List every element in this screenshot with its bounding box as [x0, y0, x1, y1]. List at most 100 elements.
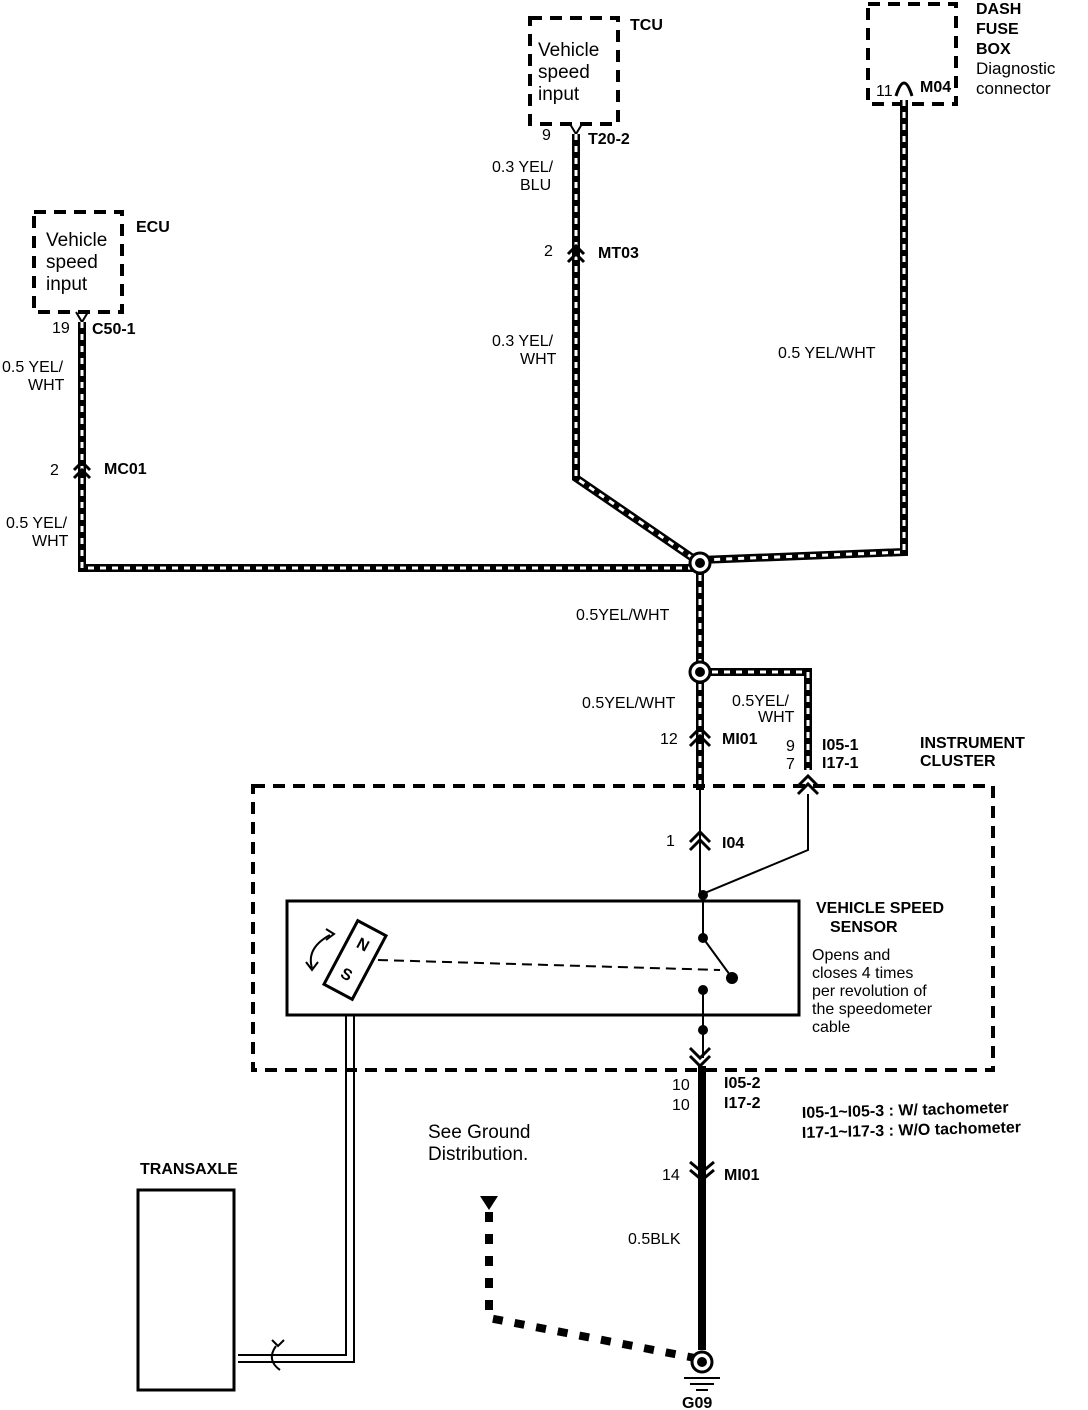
instrument-cluster-label-2: CLUSTER [920, 753, 996, 770]
ground-symbol-icon [684, 1350, 720, 1391]
mc01-label: MC01 [104, 461, 147, 478]
vehicle-speed-sensor: N S [238, 890, 801, 1363]
ecu-pin: 19 [52, 320, 70, 337]
ground-label: G09 [682, 1395, 712, 1410]
instrument-cluster-label-1: INSTRUMENT [920, 735, 1025, 752]
ecu-wire-lower-2: WHT [32, 533, 69, 550]
connector-mc01: 2 MC01 [50, 459, 147, 480]
connector-i05-2: 10 10 I05-2 I17-2 [672, 1030, 761, 1114]
ecu-wire-lower-1: 0.5 YEL/ [6, 515, 68, 532]
tcu-wire-lower-2: WHT [520, 351, 557, 368]
i05-1-pin-a: 9 [786, 738, 795, 755]
mi01-bottom-pin: 14 [662, 1167, 680, 1184]
magnetic-link [377, 959, 721, 971]
vss-desc-2: closes 4 times [812, 965, 913, 982]
splice-upper [688, 551, 712, 575]
mi01-top-pin: 12 [660, 731, 678, 748]
speedometer-cable-inner [238, 1015, 347, 1356]
tcu-wire-lower-1: 0.3 YEL/ [492, 333, 554, 350]
splice-lower [688, 660, 712, 684]
tcu-input-line-1: Vehicle [538, 40, 599, 61]
mt03-pin: 2 [544, 243, 553, 260]
mi01-top-label: MI01 [722, 731, 758, 748]
ground-reference-dashed-wire [485, 1212, 696, 1362]
instrument-cluster-box [251, 784, 995, 1072]
dash-fuse-box: DASH FUSE BOX Diagnostic connector 11 M0… [866, 1, 1056, 106]
diag-terminal-icon [894, 81, 914, 97]
ecu-wire-upper-2: WHT [28, 377, 65, 394]
tcu-input-line-3: input [538, 84, 580, 105]
connector-mi01-bottom: 14 MI01 [662, 1160, 760, 1184]
ecu-connector-label: C50-1 [92, 321, 136, 338]
wire-tcu-branch [572, 134, 703, 567]
i05-2-pin-b: 10 [672, 1097, 690, 1114]
mc01-pin: 2 [50, 462, 59, 479]
connector-mt03: 2 MT03 [544, 243, 639, 264]
vss-label-1: VEHICLE SPEED [816, 900, 944, 917]
legend-line-1: I05-1~I05-3 : W/ tachometer [802, 1100, 1009, 1122]
ecu-label: ECU [136, 219, 170, 236]
trunk-wire-label: 0.5YEL/WHT [576, 607, 670, 624]
vss-desc-5: cable [812, 1019, 850, 1036]
ecu-wire-upper-1: 0.5 YEL/ [2, 359, 64, 376]
rotation-arrow-icon [309, 934, 331, 969]
reed-switch-contact [702, 937, 731, 976]
wire-ecu-branch [78, 322, 700, 572]
vss-desc-1: Opens and [812, 947, 890, 964]
i05-2-pin-a: 10 [672, 1077, 690, 1094]
i05-1-label-b: I17-1 [822, 755, 859, 772]
tcu-label: TCU [630, 17, 663, 34]
i04-label: I04 [722, 835, 744, 852]
connector-i05-1: 9 7 I05-1 I17-1 [786, 737, 859, 796]
i05-1-pin-b: 7 [786, 756, 795, 773]
ecu-input-line-2: speed [46, 252, 98, 273]
legend-line-2: I17-1~I17-3 : W/O tachometer [802, 1119, 1022, 1142]
i05-1-label-a: I05-1 [822, 737, 859, 754]
dash-fuse-box-label-3: BOX [976, 41, 1011, 58]
ecu-module: Vehicle speed input ECU 19 C50-1 [32, 210, 170, 338]
ground-reference-arrow-icon [480, 1196, 498, 1210]
tcu-module: Vehicle speed input TCU 9 T20-2 [528, 16, 663, 148]
mt03-label: MT03 [598, 245, 639, 262]
tcu-wire-upper-1: 0.3 YEL/ [492, 159, 554, 176]
mi01-feed-wire-label: 0.5YEL/WHT [582, 695, 676, 712]
ecu-input-line-1: Vehicle [46, 230, 107, 251]
cable-rotation-icon [270, 1345, 281, 1371]
wire-diag-branch [699, 100, 908, 564]
wire-i05-feed [700, 668, 812, 770]
tcu-box [528, 16, 620, 126]
dash-fuse-box-label-2: FUSE [976, 21, 1019, 38]
diagnostic-connector-label-2: connector [976, 79, 1051, 98]
magnet-icon: N S [321, 918, 389, 1002]
speedometer-cable-outer [238, 1015, 355, 1363]
i04-pin: 1 [666, 833, 675, 850]
i05-feed-wire-label-2: WHT [758, 709, 795, 726]
ecu-input-line-3: input [46, 274, 88, 295]
ground-note-1: See Ground [428, 1122, 530, 1143]
vss-desc-3: per revolution of [812, 983, 927, 1000]
tcu-pin: 9 [542, 127, 551, 144]
transaxle-box [136, 1188, 236, 1392]
connector-mi01-top: 12 MI01 [660, 725, 758, 748]
diag-wire-label: 0.5 YEL/WHT [778, 345, 876, 362]
tcu-wire-upper-2: BLU [520, 177, 551, 194]
i05-2-label-a: I05-2 [724, 1075, 761, 1092]
ecu-box [32, 210, 124, 314]
ground-wire-label: 0.5BLK [628, 1231, 681, 1248]
tcu-connector-label: T20-2 [588, 131, 630, 148]
diag-connector-label: M04 [920, 79, 951, 96]
i05-2-label-b: I17-2 [724, 1095, 761, 1112]
vss-label-2: SENSOR [830, 919, 898, 936]
diagnostic-connector-label-1: Diagnostic [976, 59, 1056, 78]
i05-feed-wire-label-1: 0.5YEL/ [732, 693, 789, 710]
connector-i04: 1 I04 [666, 829, 744, 852]
dash-fuse-box-outline [866, 2, 958, 106]
transaxle-label: TRANSAXLE [140, 1161, 238, 1178]
internal-wire-i05 [699, 794, 809, 896]
tcu-terminal-icon [569, 123, 583, 136]
diag-pin: 11 [876, 83, 893, 100]
ground-note-2: Distribution. [428, 1144, 528, 1165]
vss-desc-4: the speedometer [812, 1001, 933, 1018]
dash-fuse-box-label-1: DASH [976, 1, 1021, 18]
